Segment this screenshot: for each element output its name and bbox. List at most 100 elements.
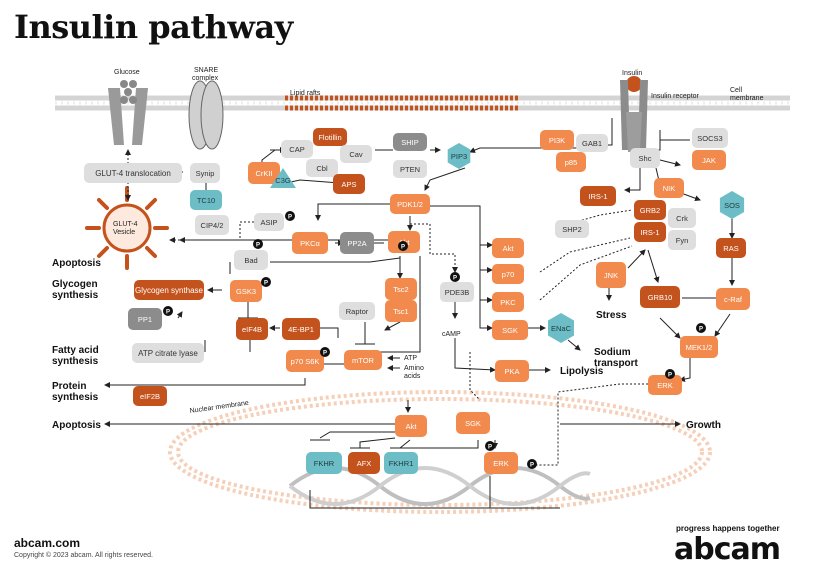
node-shape [292, 232, 328, 254]
node-shape [393, 160, 427, 178]
node-label: Tsc2 [393, 285, 408, 294]
node-shape [133, 386, 167, 406]
node-label: JAK [702, 156, 716, 165]
node-shape [548, 313, 574, 343]
nuclear-membrane [168, 390, 712, 514]
node-label: SGK [502, 326, 518, 335]
node-label: Crk [676, 214, 688, 223]
node-label: p70 S6K [291, 357, 320, 366]
label-lipid-rafts: Lipid rafts [290, 90, 321, 97]
node-label: Flotillin [318, 133, 341, 142]
node-shape [648, 375, 682, 395]
node-shape [680, 336, 718, 358]
node-tsc1: Tsc1 [385, 300, 417, 322]
node-shape [456, 412, 490, 434]
node-label: SHIP [401, 138, 419, 147]
node-pp2a: PP2A [340, 232, 374, 254]
node-label: SOCS3 [697, 134, 722, 143]
node-shape [492, 238, 524, 258]
node-shape [281, 140, 313, 158]
node-shape [286, 350, 324, 372]
node-cip42: CIP4/2 [195, 215, 229, 235]
node-eif2b: eIF2B [133, 386, 167, 406]
node-label: eIF2B [140, 392, 160, 401]
node-fkhr1: FKHR1 [384, 452, 418, 474]
phospho-badge: P [665, 369, 675, 379]
node-label: Cav [349, 150, 363, 159]
node-label: CIP4/2 [201, 221, 224, 230]
node-asip: ASIP [254, 213, 284, 231]
node-nik: NIK [654, 178, 684, 198]
node-label: c-Raf [724, 295, 743, 304]
node-label: TC10 [197, 196, 215, 205]
node-label: Cbl [316, 164, 328, 173]
label-nuclear-membrane: Nuclear membrane [189, 400, 249, 415]
phospho-badge: P [527, 459, 537, 469]
node-sos: SOS [719, 191, 745, 219]
phospho-badge: P [398, 241, 408, 251]
phospho-label: P [256, 243, 260, 249]
node-shape [634, 222, 666, 242]
node-label: ASIP [260, 218, 277, 227]
node-fyn: Fyn [668, 230, 696, 250]
node-pdk12: PDK1/2 [390, 194, 430, 214]
node-shape [630, 148, 660, 168]
node-shape [492, 320, 528, 340]
node-eif4b: eIF4B [236, 318, 268, 340]
node-shape [640, 286, 680, 308]
node-irs1_mid: IRS-1 [634, 222, 666, 242]
node-bad: Bad [234, 250, 268, 270]
node-label: PDE3B [445, 288, 470, 297]
node-label: Raptor [346, 307, 369, 316]
node-pten: PTEN [393, 160, 427, 178]
node-label: IRS-1 [640, 228, 659, 237]
node-shape [440, 282, 474, 302]
node-label: PI3K [549, 136, 565, 145]
node-shape [190, 190, 222, 210]
node-shape [340, 145, 372, 163]
node-tc10: TC10 [190, 190, 222, 210]
label-insulin-receptor: Insulin receptor [651, 93, 700, 100]
node-shape [580, 186, 616, 206]
node-shape [447, 143, 471, 169]
node-shape [254, 213, 284, 231]
node-label: IRS-1 [588, 192, 607, 201]
node-pka: PKA [495, 360, 529, 382]
node-shape [348, 452, 380, 474]
node-label: 4E-BP1 [288, 325, 314, 334]
node-gab1: GAB1 [576, 134, 608, 152]
node-shape [385, 300, 417, 322]
node-fkhr: FKHR [306, 452, 342, 474]
node-craf: c-Raf [716, 288, 750, 310]
node-ras: RAS [716, 238, 746, 258]
node-label: GAB1 [582, 139, 602, 148]
phospho-label: P [699, 327, 703, 333]
node-ship: SHIP [393, 133, 427, 151]
node-shape [306, 452, 342, 474]
node-akt_nuc: Akt [395, 415, 427, 437]
node-label: Akt [406, 422, 418, 431]
node-shape [344, 350, 382, 370]
node-label: SGK [465, 419, 481, 428]
node-label: FKHR [314, 459, 335, 468]
phospho-label: P [530, 463, 534, 469]
footer-site[interactable]: abcam.com [14, 536, 81, 550]
node-label: MEK1/2 [686, 343, 713, 352]
glut-transporter-icon [108, 80, 148, 145]
node-shape [270, 168, 296, 188]
label-atp: ATP [404, 355, 417, 362]
phospho-label: P [668, 373, 672, 379]
node-label: Fyn [676, 236, 689, 245]
label-growth: Growth [686, 420, 721, 431]
node-label: PDK1/2 [397, 200, 423, 209]
node-shape [195, 215, 229, 235]
node-socs3: SOCS3 [692, 128, 728, 148]
node-afx: AFX [348, 452, 380, 474]
phospho-label: P [401, 245, 405, 251]
